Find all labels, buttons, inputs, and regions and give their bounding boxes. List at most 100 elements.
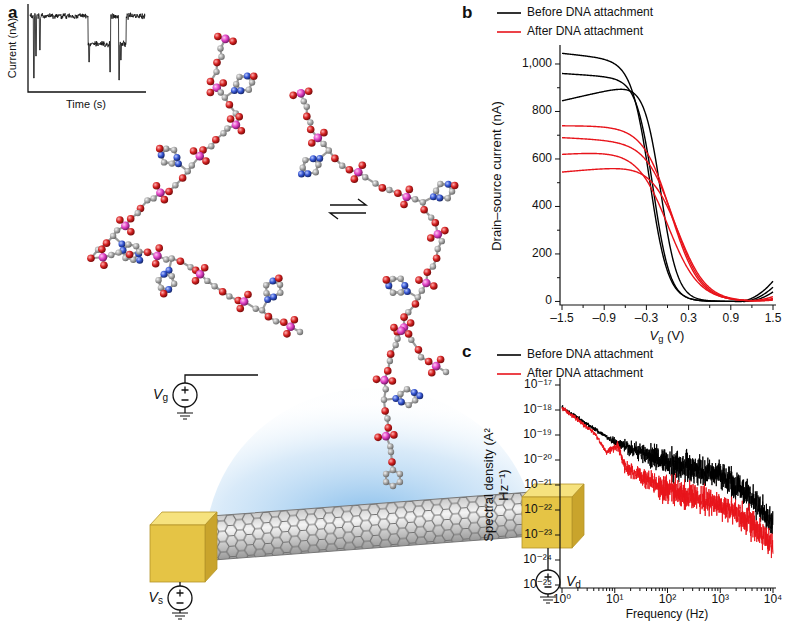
- legend-text: After DNA attachment: [527, 25, 643, 39]
- dna-molecule: [339, 163, 345, 169]
- dna-molecule: [419, 287, 425, 293]
- noise-spectrum-chart: [651, 588, 652, 591]
- dna-molecule: [236, 305, 244, 313]
- dna-molecule: [420, 206, 428, 214]
- transfer-curve-chart: [557, 135, 560, 136]
- tick-label: 10⁻¹⁹: [523, 428, 552, 442]
- drain-electrode: [522, 497, 572, 548]
- transfer-curve-chart: [562, 53, 773, 301]
- dna-molecule: [384, 424, 392, 432]
- legend-line: [497, 373, 521, 375]
- current-trace-inset: [28, 4, 146, 92]
- noise-spectrum-chart: [593, 588, 594, 591]
- dna-molecule: [127, 215, 135, 223]
- dna-molecule: [236, 74, 242, 80]
- dna-molecule: [379, 184, 387, 192]
- noise-spectrum-chart: [770, 588, 771, 591]
- dna-molecule: [303, 113, 311, 121]
- dna-molecule: [127, 228, 135, 236]
- dna-molecule: [259, 307, 265, 313]
- dna-molecule: [437, 356, 445, 364]
- dna-molecule: [160, 290, 168, 298]
- transfer-curve-chart: [709, 305, 710, 308]
- dna-molecule: [397, 391, 403, 397]
- dna-molecule: [275, 275, 283, 283]
- legend-text: Before DNA attachment: [527, 348, 653, 362]
- noise-spectrum-chart: [752, 588, 753, 591]
- current-trace-inset: [28, 4, 146, 92]
- dna-molecule: [427, 234, 435, 242]
- axis-title: Drain–source current (nA): [490, 101, 505, 251]
- dna-molecule: [373, 376, 381, 384]
- dna-molecule: [405, 330, 413, 338]
- tick-label: 10¹: [606, 593, 623, 607]
- dna-molecule: [372, 180, 378, 186]
- noise-spectrum-chart: [655, 588, 656, 591]
- dna-molecule: [229, 38, 237, 46]
- voltage-label: Vs: [149, 589, 163, 607]
- tick-label: 10²: [659, 593, 676, 607]
- dna-molecule: [136, 248, 142, 254]
- dna-molecule: [173, 154, 180, 161]
- noise-spectrum-chart: [555, 410, 560, 411]
- transfer-curve-chart: [562, 138, 773, 301]
- dna-molecule: [387, 443, 393, 449]
- voltage-source: [179, 582, 180, 586]
- noise-spectrum-chart: [639, 588, 640, 591]
- legend-line: [497, 354, 521, 356]
- dna-molecule: [155, 244, 163, 252]
- dna-molecule: [280, 318, 288, 326]
- dna-molecule: [214, 33, 222, 41]
- dna-molecule: [226, 101, 234, 109]
- dna-molecule: [291, 316, 299, 324]
- noise-spectrum-chart: [555, 535, 560, 536]
- voltage-source: [177, 413, 193, 419]
- dna-molecule: [204, 278, 210, 284]
- transfer-curve-chart: [555, 111, 560, 112]
- transfer-curve-chart: [557, 230, 560, 231]
- dna-molecule: [265, 313, 273, 321]
- noise-spectrum-chart: [708, 588, 709, 591]
- dna-molecule: [390, 276, 396, 282]
- dna-molecule: [434, 230, 443, 239]
- dna-molecule: [169, 273, 175, 279]
- dna-molecule: [212, 136, 220, 144]
- noise-spectrum-chart: [761, 588, 762, 591]
- dna-molecule: [374, 434, 382, 442]
- tick-label: 10⁻¹⁷: [524, 378, 552, 392]
- dna-molecule: [218, 89, 224, 95]
- dna-molecule: [116, 216, 124, 224]
- dna-molecule: [286, 322, 295, 331]
- tick-label: 10³: [712, 593, 729, 607]
- dna-molecule: [270, 293, 277, 300]
- dna-molecule: [415, 294, 421, 300]
- dna-molecule: [144, 197, 150, 203]
- dna-molecule: [118, 240, 125, 247]
- carbon-nanotube: [184, 490, 561, 562]
- dna-molecule: [153, 252, 162, 261]
- dna-molecule: [398, 276, 404, 282]
- dna-molecule: [425, 358, 433, 366]
- dna-molecule: [433, 188, 439, 194]
- dna-molecule: [222, 94, 228, 100]
- dna-molecule: [227, 115, 235, 123]
- noise-spectrum-chart: [555, 485, 560, 486]
- voltage-source: [168, 586, 192, 610]
- dna-molecule: [397, 471, 403, 477]
- dna-molecule: [383, 479, 389, 485]
- voltage-source: [182, 387, 189, 401]
- tick-label: 10⁻²²: [524, 503, 552, 517]
- source-electrode: [205, 512, 217, 582]
- tick-label: 10⁻²⁵: [523, 578, 552, 592]
- noise-spectrum-chart: [587, 588, 588, 591]
- dna-molecule: [207, 78, 215, 86]
- dna-molecule: [383, 471, 389, 477]
- dna-molecule: [231, 87, 238, 94]
- dna-molecule: [250, 72, 258, 80]
- dna-molecule: [289, 92, 297, 100]
- legend-text: Before DNA attachment: [527, 6, 653, 20]
- dna-molecule: [362, 174, 368, 180]
- dna-molecule: [238, 127, 246, 135]
- noise-spectrum-chart: [736, 588, 737, 591]
- dna-molecule: [126, 251, 134, 259]
